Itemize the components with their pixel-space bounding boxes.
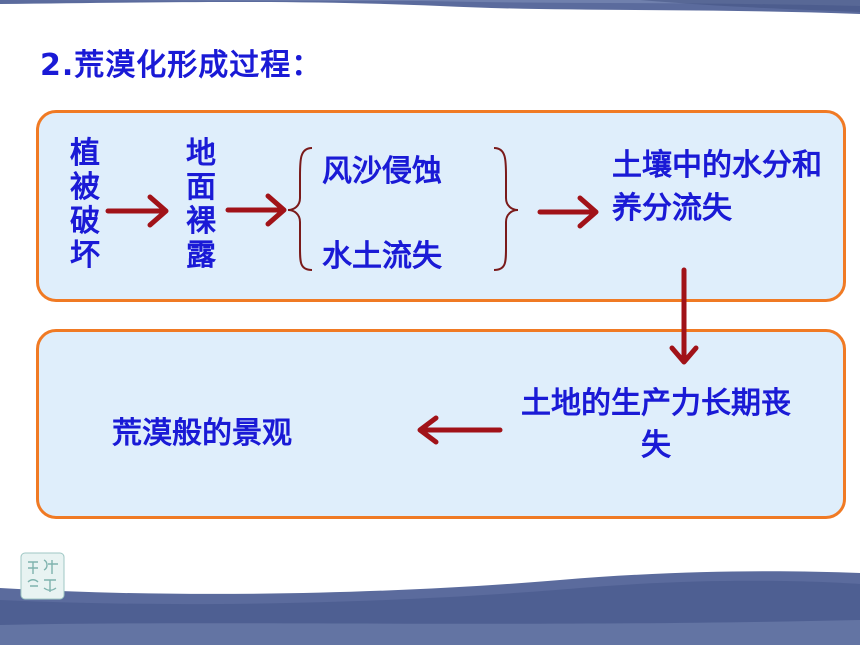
- process-box-top: [36, 110, 846, 302]
- arrow-left-icon: [417, 415, 503, 445]
- node-desert-landscape: 荒漠般的景观: [112, 416, 292, 451]
- node-ground-exposed: 地面裸露: [186, 136, 216, 273]
- seal-logo-icon: [20, 552, 65, 600]
- right-brace-icon: [493, 147, 519, 271]
- node-soil-nutrient-loss: 土壤中的水分和养分流失: [612, 148, 822, 226]
- arrow-right-icon: [537, 195, 599, 229]
- node-wind-erosion: 风沙侵蚀: [322, 154, 442, 189]
- arrow-down-icon: [669, 267, 699, 365]
- node-soil-water-loss: 水土流失: [322, 239, 442, 274]
- page-title: 2.荒漠化形成过程：: [40, 48, 323, 83]
- arrow-right-icon: [225, 193, 287, 227]
- top-texture-band: [0, 0, 860, 14]
- process-box-bottom: [36, 329, 846, 519]
- node-land-productivity-loss: 土地的生产力长期丧失: [521, 386, 791, 463]
- node-vegetation-damage: 植被破坏: [70, 136, 100, 273]
- left-brace-icon: [287, 147, 313, 271]
- arrow-right-icon: [105, 194, 169, 228]
- bottom-texture-band: [0, 571, 860, 645]
